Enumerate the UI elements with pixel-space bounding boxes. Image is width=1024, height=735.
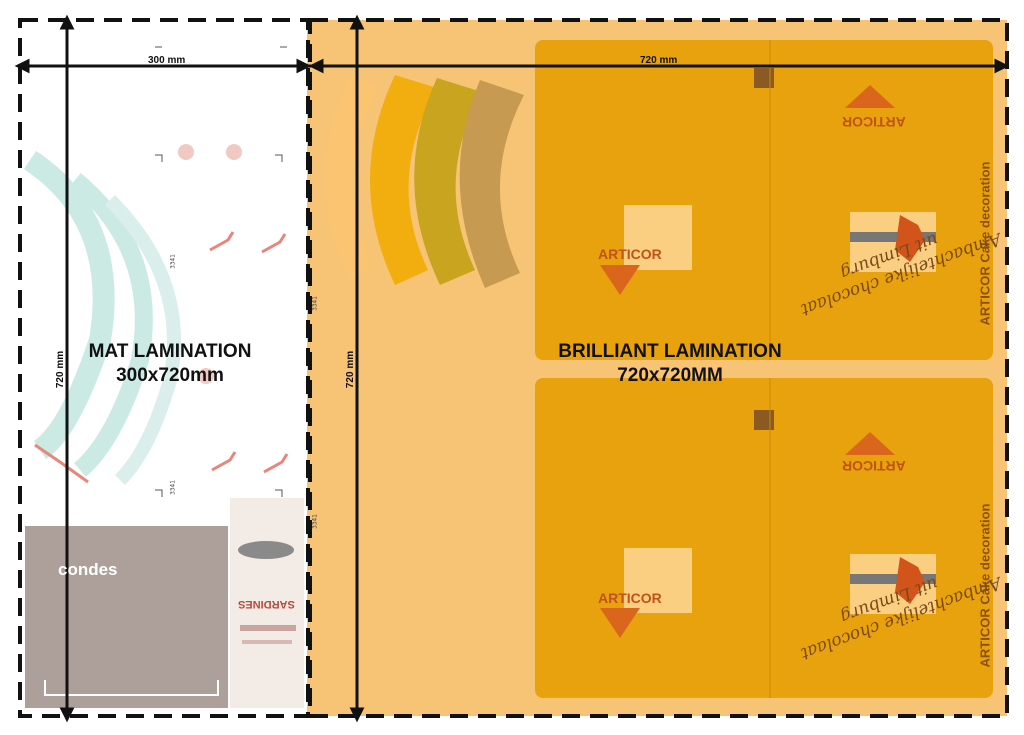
sardines-panel <box>230 498 304 708</box>
articor-brand-upside-top: ARTICOR <box>842 114 906 130</box>
mat-lamination-label: MAT LAMINATION 300x720mm <box>70 340 270 388</box>
dimension-arrows <box>14 14 1010 723</box>
dim-mat-width: 300 mm <box>148 55 186 66</box>
dim-brilliant-height: 720 mm <box>345 350 357 389</box>
wrapper-1 <box>325 75 378 280</box>
cupcake-wrappers <box>325 75 524 288</box>
mint-swirl-art <box>23 150 181 485</box>
articor-brand-bottom: ARTICOR <box>598 590 662 606</box>
condes-box <box>25 526 228 708</box>
brilliant-lamination-label: BRILLIANT LAMINATION 720x720MM <box>540 340 800 388</box>
mat-small-marks <box>178 144 242 384</box>
box-bottom <box>535 378 993 698</box>
dim-brilliant-width: 720 mm <box>640 55 678 66</box>
wrapper-2 <box>370 75 437 285</box>
condes-logo: condes <box>58 560 118 579</box>
mat-size: 300x720mm <box>116 365 224 386</box>
articor-brand-top: ARTICOR <box>598 246 662 262</box>
cut-code-4: 3341 <box>169 480 177 495</box>
wrapper-4 <box>459 80 524 288</box>
box-top <box>535 40 993 360</box>
cut-code-3: 3341 <box>169 254 177 269</box>
brilliant-border <box>308 18 1009 718</box>
dim-mat-height: 720 mm <box>55 350 67 389</box>
brilliant-size: 720x720MM <box>617 365 723 386</box>
mat-border <box>18 18 310 718</box>
cut-code-2: 3341 <box>311 514 319 529</box>
crop-marks-mat <box>155 46 287 497</box>
red-cut-marks <box>34 231 289 484</box>
sardines-text: SARDINES <box>238 598 295 610</box>
mat-title: MAT LAMINATION <box>88 341 252 362</box>
cut-code-1: 3341 <box>311 296 319 311</box>
articor-brand-upside-bottom: ARTICOR <box>842 458 906 474</box>
brilliant-title: BRILLIANT LAMINATION <box>558 341 782 362</box>
